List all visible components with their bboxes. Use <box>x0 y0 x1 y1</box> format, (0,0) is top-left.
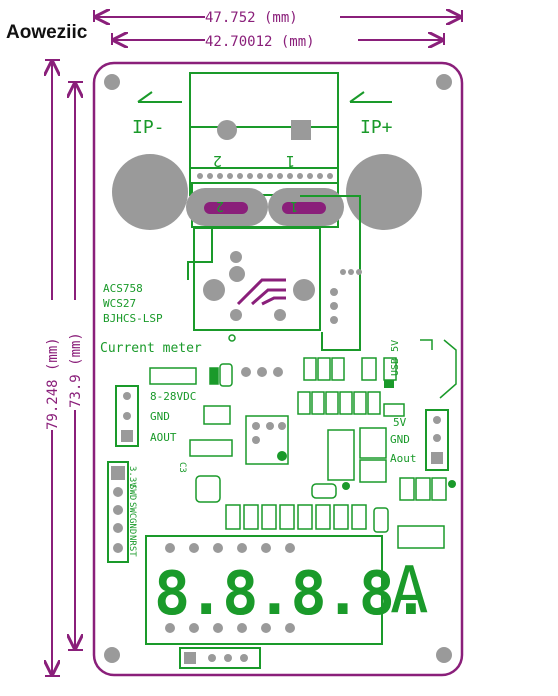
terminal-block: 2 1 2 1 <box>186 72 344 228</box>
sensor-label-2: WCS27 <box>103 297 136 310</box>
pin-33v-label: 3.3V <box>127 466 137 488</box>
gnd-right-label: GND <box>390 433 410 446</box>
aout-right-label: Aout <box>390 452 417 465</box>
svg-text:1: 1 <box>290 198 298 213</box>
voltage-label: 8-28VDC <box>150 390 196 403</box>
display-digits: 8.8.8.8. <box>154 559 427 629</box>
r5v-label: 5V <box>393 416 407 429</box>
board-title: Current meter <box>100 341 202 356</box>
board-outline <box>92 61 464 677</box>
c3-label: C3 <box>177 462 187 473</box>
width-outer-label: 47.752 (mm) <box>205 10 298 26</box>
output-connector <box>425 409 449 471</box>
height-outer-label: 79.248 (mm) <box>45 337 61 430</box>
bottom-connector <box>179 647 261 669</box>
brand-label: Aoweziic <box>6 22 88 43</box>
gnd-left-label: GND <box>150 410 170 423</box>
smd-components <box>149 339 457 549</box>
mounting-hole-tr <box>436 74 452 90</box>
dimension-width-outer: 47.752 (mm) <box>93 10 463 26</box>
usb5v-label: USB 5V <box>390 340 401 376</box>
aout-left-label: AOUT <box>150 431 177 444</box>
ip-minus-label: IP- <box>132 117 165 138</box>
seven-segment-display: 8.8.8.8. <box>145 535 429 645</box>
terminal-2-label: 2 <box>213 152 222 170</box>
pin-nrst-label: NRST <box>127 535 137 557</box>
mounting-hole-bl <box>104 647 120 663</box>
dimension-width-inner: 42.70012 (mm) <box>111 33 445 50</box>
sensor-label-3: BJHCS-LSP <box>103 312 163 325</box>
dimension-height-outer: 79.248 (mm) <box>45 59 61 677</box>
large-pad-left <box>112 154 188 230</box>
terminal-1-label: 1 <box>286 152 295 170</box>
ip-plus-label: IP+ <box>360 117 393 138</box>
sensor-label-1: ACS758 <box>103 282 143 295</box>
svg-text:2: 2 <box>216 198 224 213</box>
unit-label: A <box>390 554 429 628</box>
small-pads <box>241 367 456 490</box>
height-inner-label: 73.9 (mm) <box>68 332 84 408</box>
power-connector <box>115 385 139 447</box>
large-pad-right <box>346 154 422 230</box>
width-inner-label: 42.70012 (mm) <box>205 34 315 50</box>
sensor-footprint <box>187 195 362 351</box>
dimension-height-inner: 73.9 (mm) <box>68 81 84 651</box>
pin-gnd-label: GND <box>127 518 137 534</box>
pin-swd-label: SWD <box>127 484 137 500</box>
mounting-hole-br <box>436 647 452 663</box>
pin-swc-label: SWC <box>127 502 137 518</box>
mounting-hole-tl <box>104 74 120 90</box>
swd-connector <box>107 461 129 563</box>
